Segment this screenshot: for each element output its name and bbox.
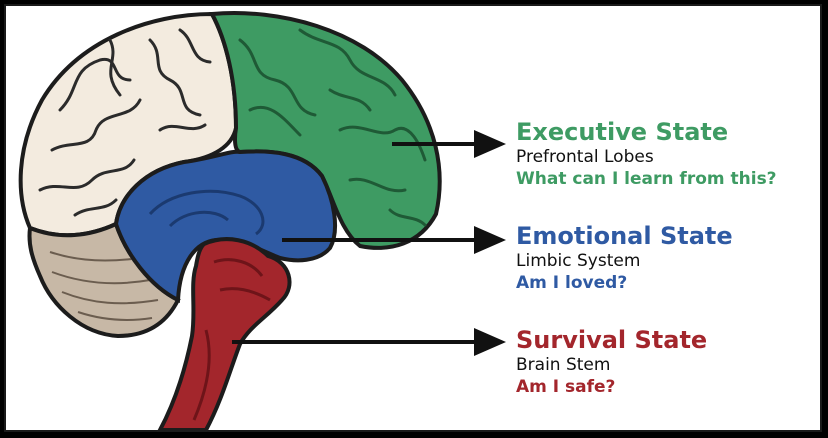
cortex-folds (38, 28, 212, 217)
executive-state-question: What can I learn from this? (516, 169, 777, 189)
executive-state-region: Prefrontal Lobes (516, 147, 654, 167)
executive-state-title: Executive State (516, 118, 729, 146)
arrow-emotional (282, 226, 506, 254)
cerebellum (27, 221, 181, 339)
limbic-folds (148, 189, 265, 236)
prefrontal-lobe (208, 11, 442, 250)
survival-state-region: Brain Stem (516, 355, 611, 375)
emotional-state-region: Limbic System (516, 251, 641, 271)
arrow-survival (232, 328, 506, 356)
survival-state-title: Survival State (516, 326, 708, 354)
arrow-executive (392, 130, 506, 158)
executive-state-label: Executive State Prefrontal Lobes What ca… (516, 118, 777, 190)
cerebellum-lines (49, 251, 159, 321)
frontal-folds (238, 28, 427, 227)
survival-state-question: Am I safe? (516, 377, 616, 397)
emotional-state-title: Emotional State (516, 222, 733, 250)
survival-state-label: Survival State Brain Stem Am I safe? (516, 326, 707, 398)
emotional-state-label: Emotional State Limbic System Am I loved… (516, 222, 733, 294)
brain-stem (156, 237, 292, 432)
emotional-state-question: Am I loved? (516, 273, 628, 293)
limbic-system (113, 149, 338, 304)
brain-stem-folds (192, 258, 271, 421)
